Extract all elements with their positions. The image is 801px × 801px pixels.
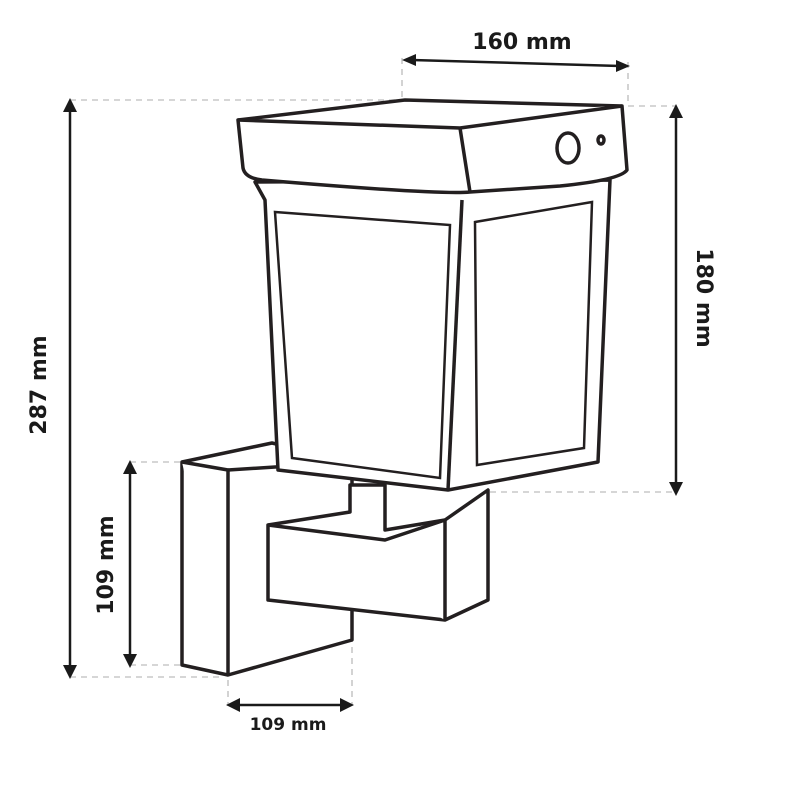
- total-height-label: 287 mm: [27, 335, 52, 434]
- dimension-arrows: [63, 54, 683, 712]
- bracket-depth-label: 109 mm: [250, 715, 327, 735]
- indicator-light-icon: [596, 134, 606, 146]
- lantern-height-label: 180 mm: [691, 248, 716, 347]
- bracket-height-label: 109 mm: [94, 515, 119, 614]
- extension-lines: [70, 58, 676, 706]
- lantern-body: [253, 178, 612, 492]
- width-label: 160 mm: [472, 30, 571, 55]
- wall-bracket: [180, 441, 490, 677]
- solar-cap: [236, 98, 629, 195]
- sensor-icon: [555, 131, 581, 165]
